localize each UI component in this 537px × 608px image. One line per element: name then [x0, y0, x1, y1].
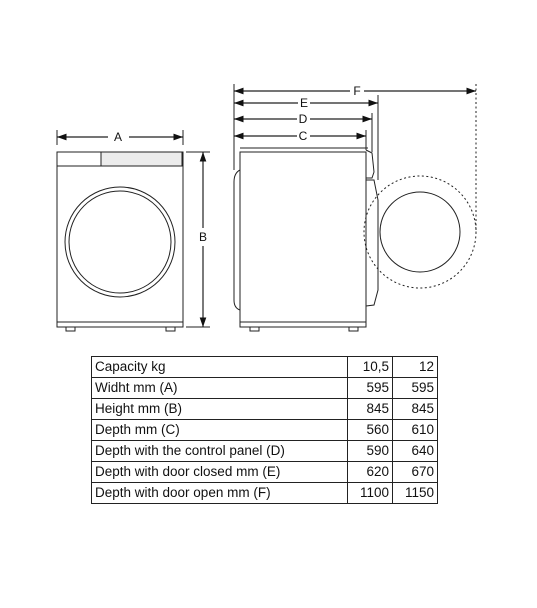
side-foot-left — [249, 326, 260, 332]
table-row: Height mm (B) 845 845 — [91, 398, 438, 420]
front-foot-right — [165, 326, 176, 332]
front-body-outline — [56, 151, 184, 328]
row-value-2: 670 — [392, 461, 438, 483]
front-door-inner — [68, 190, 172, 294]
front-control-display — [100, 151, 183, 167]
row-value-1: 560 — [347, 419, 393, 441]
table-row: Widht mm (A) 595 595 — [91, 377, 438, 399]
side-extension-lines — [233, 84, 477, 232]
front-foot-left — [65, 326, 76, 332]
row-value-2: 640 — [392, 440, 438, 462]
side-body-outline — [239, 151, 367, 328]
table-header-row: Capacity kg 10,5 12 — [91, 356, 438, 378]
row-value-2: 1150 — [392, 482, 438, 504]
row-value-2: 595 — [392, 377, 438, 399]
dimension-d: D — [234, 112, 372, 126]
row-label: Widht mm (A) — [91, 377, 348, 399]
side-control-panel — [365, 149, 375, 179]
row-label: Depth mm (C) — [91, 419, 348, 441]
dimension-a: A — [56, 130, 184, 145]
dimension-f: F — [234, 84, 476, 98]
dimension-e: E — [234, 96, 378, 110]
dimension-d-label: D — [299, 112, 308, 126]
dimensions-table: Capacity kg 10,5 12 Widht mm (A) 595 595… — [91, 356, 438, 504]
open-door-inner — [379, 191, 461, 273]
open-door-dotted-outer — [363, 175, 477, 289]
row-value-2: 845 — [392, 398, 438, 420]
side-door-profile — [365, 179, 379, 307]
table-row: Depth with door open mm (F) 1100 1150 — [91, 482, 438, 504]
dimension-c: C — [234, 129, 366, 143]
dimension-f-label: F — [353, 84, 360, 98]
side-foot-right — [348, 326, 359, 332]
table-row: Depth mm (C) 560 610 — [91, 419, 438, 441]
table-row: Depth with door closed mm (E) 620 670 — [91, 461, 438, 483]
row-label: Height mm (B) — [91, 398, 348, 420]
row-value-2: 610 — [392, 419, 438, 441]
dimension-drawing: A B — [56, 84, 477, 332]
row-value-1: 845 — [347, 398, 393, 420]
table-row: Depth with the control panel (D) 590 640 — [91, 440, 438, 462]
capacity-value-1: 10,5 — [347, 356, 393, 378]
row-value-1: 590 — [347, 440, 393, 462]
row-label: Depth with the control panel (D) — [91, 440, 348, 462]
row-value-1: 620 — [347, 461, 393, 483]
side-rear-bump — [233, 169, 241, 311]
dimension-c-label: C — [299, 129, 308, 143]
side-view — [233, 147, 477, 332]
capacity-label: Capacity kg — [91, 356, 348, 378]
front-view — [56, 151, 184, 332]
dimension-e-label: E — [300, 96, 308, 110]
row-label: Depth with door closed mm (E) — [91, 461, 348, 483]
row-label: Depth with door open mm (F) — [91, 482, 348, 504]
capacity-value-2: 12 — [392, 356, 438, 378]
row-value-1: 595 — [347, 377, 393, 399]
front-door-outer — [64, 186, 176, 298]
dimension-a-label: A — [114, 130, 122, 144]
dimension-b-label: B — [199, 230, 207, 244]
dimension-b: B — [186, 151, 210, 328]
row-value-1: 1100 — [347, 482, 393, 504]
